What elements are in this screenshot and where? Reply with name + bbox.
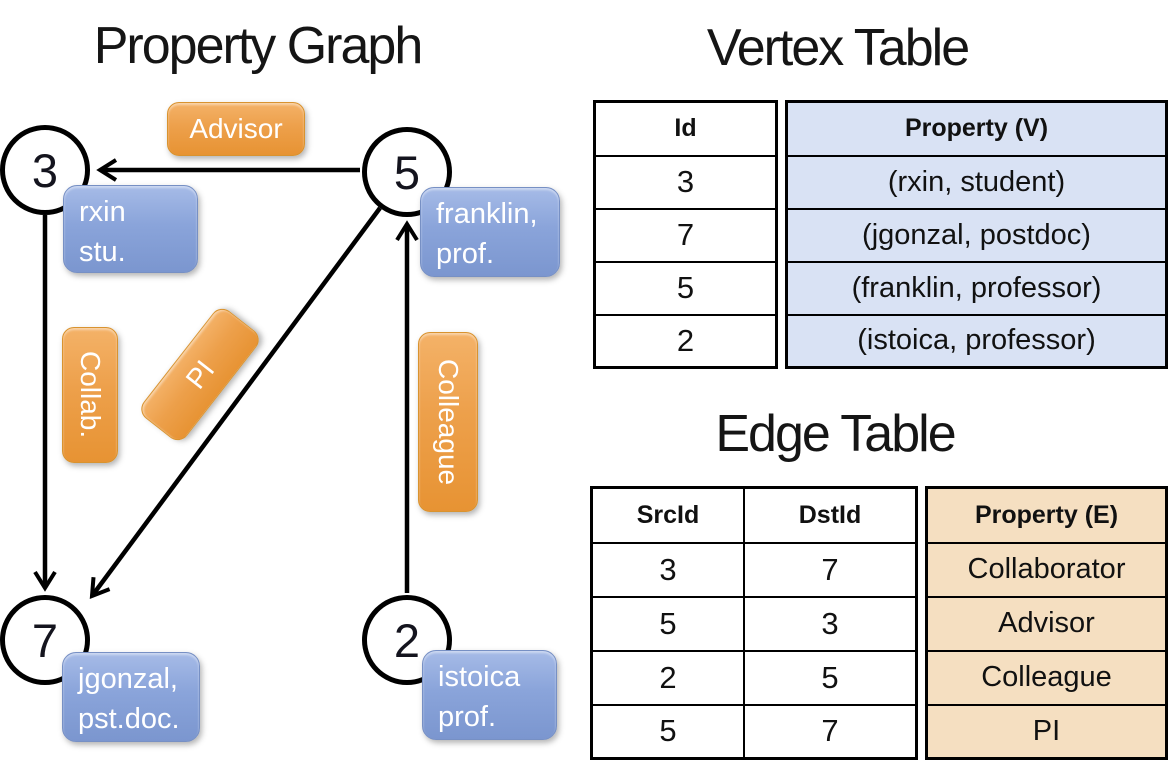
edge-srcdst-table: SrcId DstId 3 7 5 3 2 5 5 7 [590,486,918,760]
card-line-2: stu. [79,236,126,268]
edge-src-header: SrcId [590,486,745,544]
vertex-property-card-7: jgonzal, pst.doc. [62,652,200,742]
table-cell: 2 [593,313,778,369]
edge-property-header: Property (E) [925,486,1168,544]
vertex-id-label: 5 [393,145,421,199]
table-cell: (jgonzal, postdoc) [785,207,1168,263]
vertex-property-table: Property (V) (rxin, student) (jgonzal, p… [785,100,1168,369]
card-line-2: prof. [436,238,495,270]
graph-edges-svg [33,158,419,600]
table-cell: (istoica, professor) [785,313,1168,369]
edge-dst-header: DstId [743,486,918,544]
table-cell: 5 [590,595,745,652]
edge-label-advisor: Advisor [167,102,305,156]
table-row: 3 [593,154,778,210]
table-row: Colleague [925,649,1168,706]
table-cell: 3 [590,541,745,598]
edge-property-table: Property (E) Collaborator Advisor Collea… [925,486,1168,760]
card-line-2: pst.doc. [78,703,180,735]
vertex-id-label: 3 [31,143,59,197]
table-row: Collaborator [925,541,1168,598]
table-cell: 7 [743,541,918,598]
vertex-id-header: Id [593,100,778,157]
vertex-property-header: Property (V) [785,100,1168,157]
table-cell: Collaborator [925,541,1168,598]
table-row: 5 7 [590,703,918,760]
table-cell: 3 [593,154,778,210]
table-row: 5 3 [590,595,918,652]
card-line-1: jgonzal, [78,663,178,695]
table-cell: (franklin, professor) [785,260,1168,316]
vertex-id-table: Id 3 7 5 2 [593,100,778,369]
table-cell: 5 [743,649,918,706]
table-row: (rxin, student) [785,154,1168,210]
card-line-1: istoica [438,661,521,693]
vertex-property-card-5: franklin, prof. [420,187,560,277]
table-row: (franklin, professor) [785,260,1168,316]
table-row: Advisor [925,595,1168,652]
table-row: PI [925,703,1168,760]
table-row: (jgonzal, postdoc) [785,207,1168,263]
card-line-1: rxin [79,196,126,228]
card-line-1: franklin, [436,198,538,230]
table-row: 3 7 [590,541,918,598]
vertex-table-title: Vertex Table [706,19,970,77]
table-cell: 7 [743,703,918,760]
table-row: 2 [593,313,778,369]
table-row: 2 5 [590,649,918,706]
table-cell: (rxin, student) [785,154,1168,210]
vertex-circle-2: 2 [362,595,452,685]
edge-table-title: Edge Table [715,405,956,463]
table-cell: 7 [593,207,778,263]
vertex-id-label: 2 [393,613,421,667]
vertex-property-card-3: rxin stu. [63,185,198,273]
table-cell: 5 [590,703,745,760]
table-cell: 3 [743,595,918,652]
table-cell: Colleague [925,649,1168,706]
table-row: 5 [593,260,778,316]
table-cell: 5 [593,260,778,316]
edge-pi-5-to-7 [89,206,382,600]
table-row: 7 [593,207,778,263]
table-cell: 2 [590,649,745,706]
vertex-id-label: 7 [31,613,59,667]
edge-label-collab: Collab. [62,327,118,463]
vertex-property-card-2: istoica prof. [422,650,557,740]
card-line-2: prof. [438,701,497,733]
table-cell: Advisor [925,595,1168,652]
table-cell: PI [925,703,1168,760]
edge-label-colleague: Colleague [418,332,478,512]
property-graph-title: Property Graph [93,17,424,75]
table-row: (istoica, professor) [785,313,1168,369]
